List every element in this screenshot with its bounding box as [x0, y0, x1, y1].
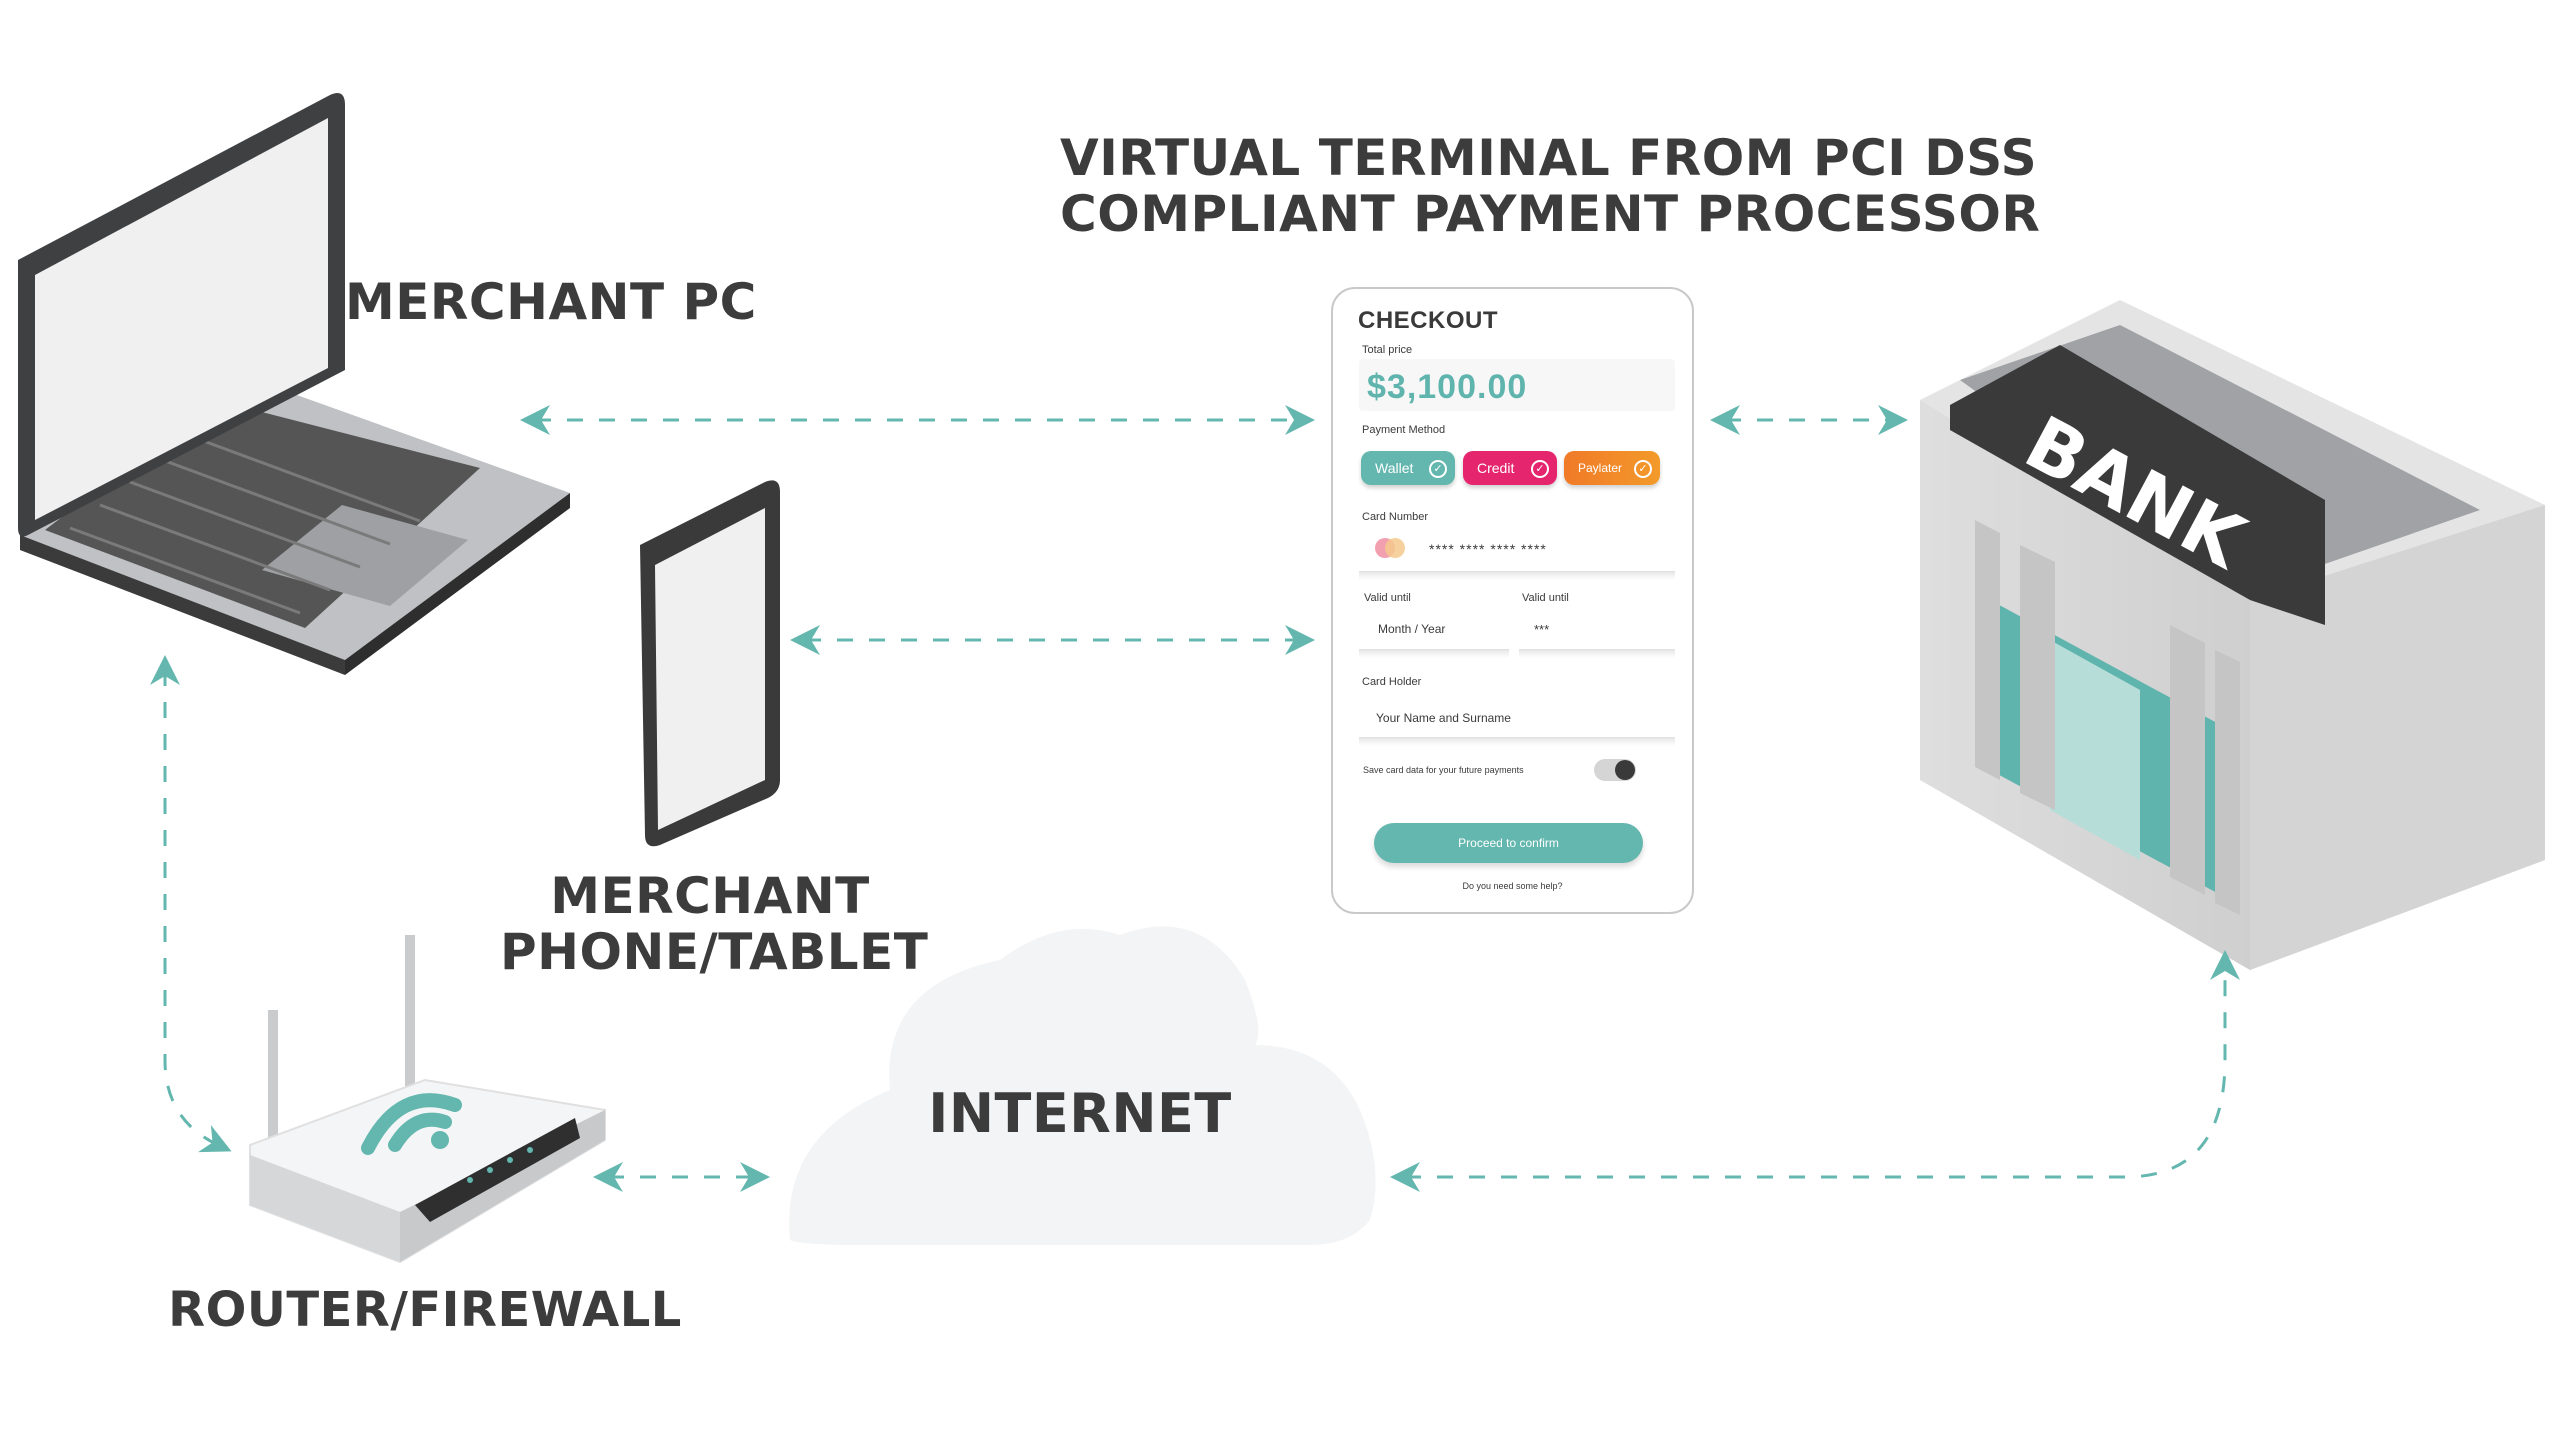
virtual-terminal-title-line1: VIRTUAL TERMINAL FROM PCI DSS [1060, 129, 2038, 187]
card-number-field[interactable]: **** **** **** **** [1429, 541, 1547, 557]
wallet-button-label: Wallet [1375, 460, 1414, 476]
total-price-box [1359, 359, 1675, 411]
total-price-label: Total price [1362, 344, 1413, 356]
phone-icon [640, 480, 780, 847]
check-icon: ✓ [1429, 460, 1447, 478]
merchant-phone-label-line1: MERCHANT [550, 867, 870, 925]
paylater-button-label: Paylater [1578, 461, 1623, 475]
proceed-button[interactable]: Proceed to confirm [1374, 823, 1643, 863]
credit-button[interactable]: Credit ✓ [1463, 451, 1557, 485]
cvv-underline [1519, 649, 1675, 658]
save-card-label: Save card data for your future payments [1363, 765, 1524, 775]
check-icon: ✓ [1634, 460, 1652, 478]
arrow-pc-router [150, 655, 232, 1153]
card-brand-icon [1375, 538, 1405, 558]
expiry-underline [1359, 649, 1509, 658]
merchant-phone-label: MERCHANT PHONE/TABLET [500, 867, 929, 981]
router-label: ROUTER/FIREWALL [168, 1282, 682, 1338]
card-number-label: Card Number [1362, 511, 1429, 523]
card-holder-underline [1359, 737, 1675, 746]
internet-cloud [789, 926, 1376, 1245]
wallet-button[interactable]: Wallet ✓ [1361, 451, 1455, 485]
virtual-terminal-title: VIRTUAL TERMINAL FROM PCI DSS COMPLIANT … [1060, 129, 2041, 243]
merchant-phone-label-line2: PHONE/TABLET [500, 923, 929, 981]
credit-button-label: Credit [1477, 460, 1515, 476]
bank-icon: BANK [1920, 300, 2545, 970]
paylater-button[interactable]: Paylater ✓ [1564, 451, 1660, 485]
card-holder-label: Card Holder [1362, 676, 1422, 688]
valid-until-label: Valid until [1522, 592, 1569, 604]
total-price-value: $3,100.00 [1367, 368, 1528, 406]
expiry-field[interactable]: Month / Year [1378, 622, 1446, 636]
virtual-terminal-title-line2: COMPLIANT PAYMENT PROCESSOR [1060, 185, 2041, 243]
arrow-internet-bank [1390, 950, 2240, 1192]
payment-method-label: Payment Method [1362, 424, 1446, 436]
help-link[interactable]: Do you need some help? [1462, 881, 1563, 891]
toggle-knob [1615, 760, 1635, 780]
connector-lines [150, 405, 2240, 1192]
checkout-card: CHECKOUT Total price $3,100.00 Payment M… [1331, 287, 1694, 914]
merchant-pc-label: MERCHANT PC [345, 273, 757, 331]
router-icon [249, 935, 606, 1264]
check-icon: ✓ [1531, 460, 1549, 478]
cvv-field[interactable]: *** [1534, 622, 1550, 637]
internet-label: INTERNET [928, 1082, 1232, 1145]
laptop-icon [18, 92, 570, 675]
card-holder-field[interactable]: Your Name and Surname [1376, 711, 1511, 725]
card-number-underline [1359, 571, 1675, 580]
save-card-toggle[interactable] [1594, 759, 1636, 781]
checkout-title: CHECKOUT [1358, 307, 1498, 334]
valid-until-label: Valid until [1364, 592, 1411, 604]
